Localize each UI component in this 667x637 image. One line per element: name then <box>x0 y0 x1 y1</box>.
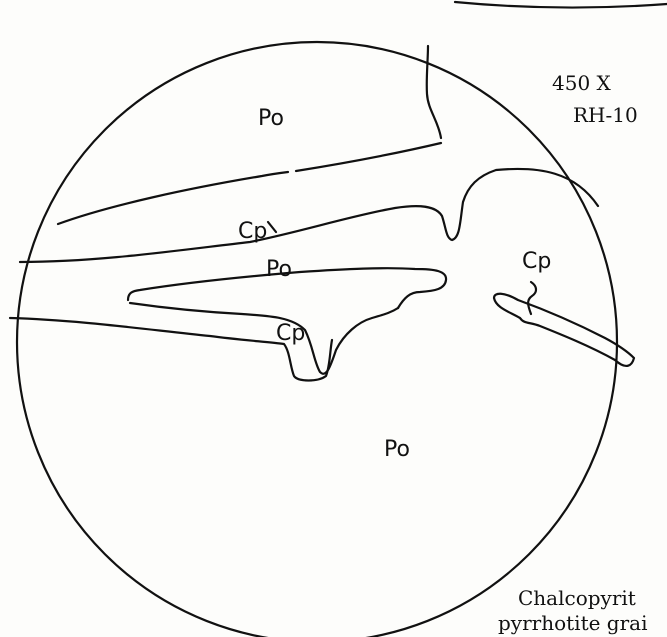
cp-vein-right <box>494 294 634 366</box>
adjacent-field-arc <box>455 2 667 8</box>
caption-line-1: Chalcopyrit <box>518 586 636 610</box>
region-label-cp-right: Cp <box>522 249 551 274</box>
cp-upper-tick <box>268 222 276 232</box>
cp-vein-lower-boundary <box>130 303 398 374</box>
cp-right-leader <box>528 282 536 314</box>
field-of-view-circle <box>17 42 617 637</box>
cp-vein-upper-boundary <box>20 169 598 262</box>
caption-line-2: pyrrhotite grai <box>498 611 648 635</box>
region-label-po-bottom: Po <box>384 437 410 462</box>
po-cp-boundary-upper-right <box>296 143 441 171</box>
magnification-label: 450 X <box>552 71 612 95</box>
region-label-cp-upper: Cp <box>238 219 267 244</box>
region-label-po-top: Po <box>258 106 284 131</box>
sample-id-label: RH-10 <box>573 103 638 127</box>
po-cp-boundary-upper-left <box>58 172 288 224</box>
region-label-po-middle: Po <box>266 257 292 282</box>
region-label-cp-lower: Cp <box>276 321 305 346</box>
grain-boundary-vertical <box>427 46 441 138</box>
